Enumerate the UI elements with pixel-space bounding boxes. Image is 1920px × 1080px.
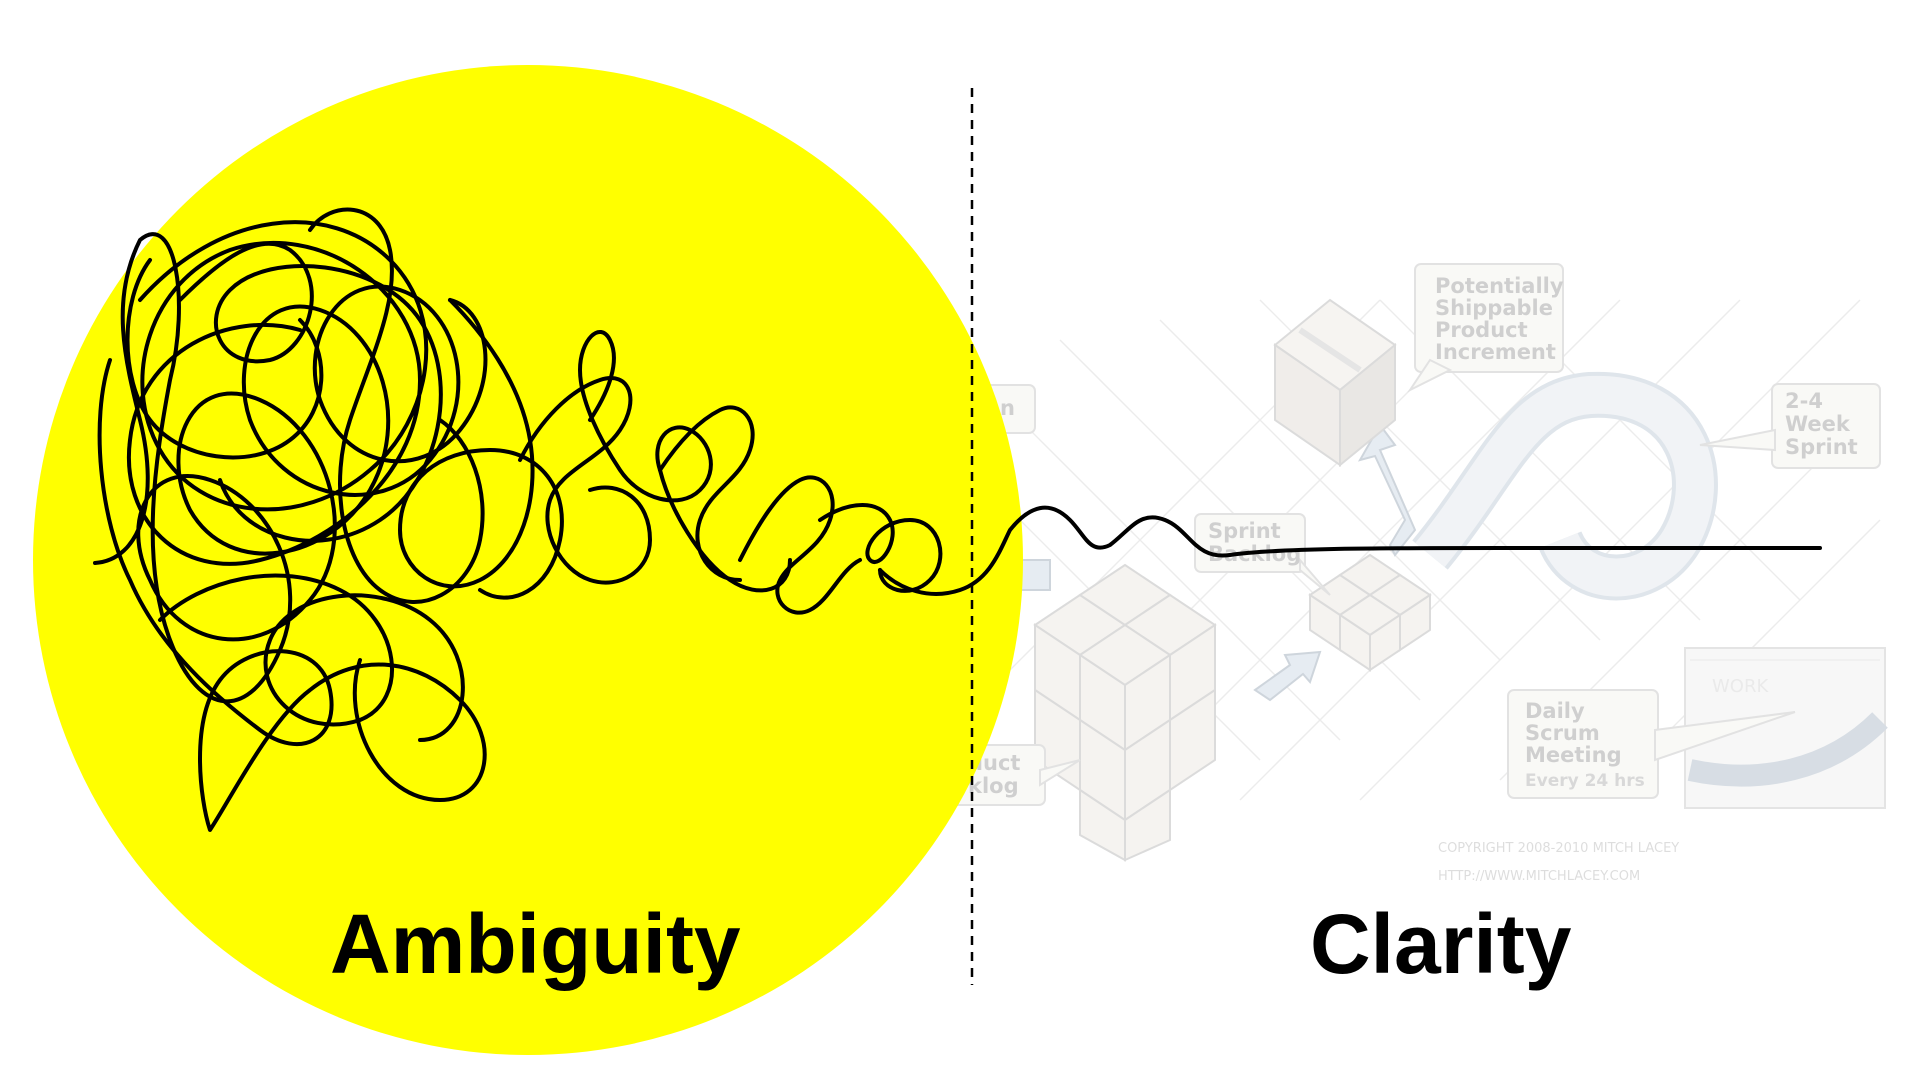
sprint-loop xyxy=(1430,395,1695,578)
callout-potentially-shippable: Potentially Shippable Product Increment xyxy=(1435,274,1571,364)
callout-sprint-backlog: Sprint Backlog xyxy=(1208,519,1301,566)
copyright-url: HTTP://WWW.MITCHLACEY.COM xyxy=(1438,869,1640,884)
product-backlog-cubes xyxy=(1035,565,1215,860)
work-label: WORK xyxy=(1712,676,1769,697)
callout-daily-scrum-frequency: Every 24 hrs xyxy=(1525,771,1645,791)
copyright-text: COPYRIGHT 2008-2010 MITCH LACEY xyxy=(1438,841,1679,856)
ambiguity-label: Ambiguity xyxy=(330,902,741,986)
callout-hidden: n xyxy=(1000,396,1015,420)
clarity-label: Clarity xyxy=(1310,902,1571,986)
scrum-illustration: Potentially Shippable Product Increment … xyxy=(945,264,1885,884)
